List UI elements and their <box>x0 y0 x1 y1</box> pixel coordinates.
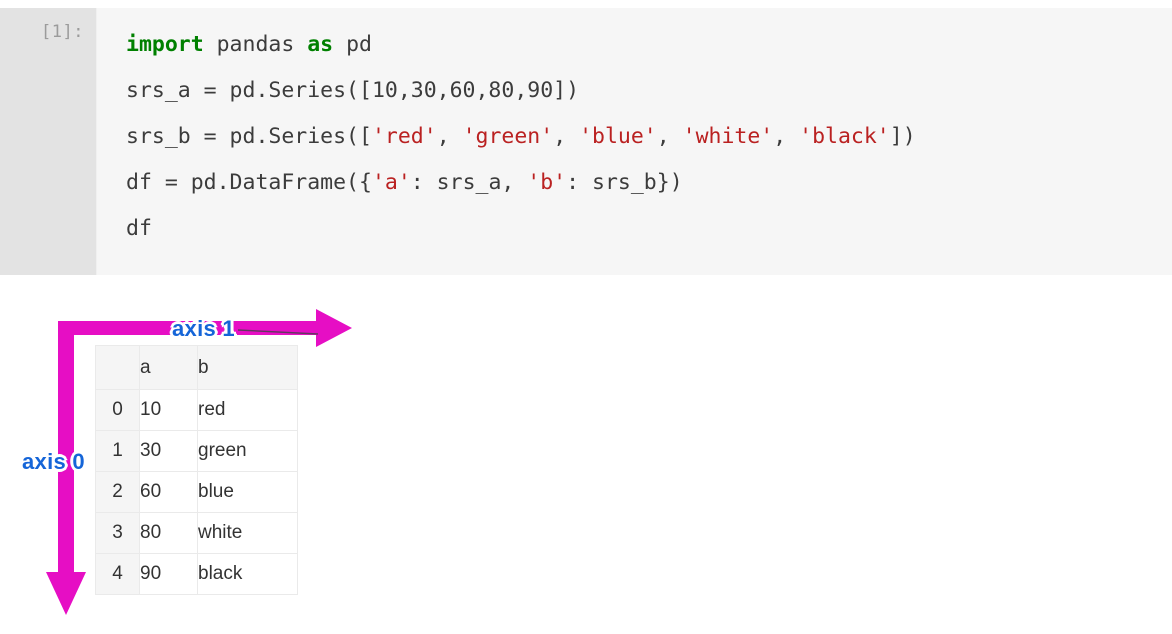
code-token-str: 'blue' <box>579 124 657 149</box>
code-token-plain: , <box>656 124 683 149</box>
code-line: srs_a = pd.Series([10,30,60,80,90]) <box>126 68 1172 114</box>
code-token-plain: , <box>773 124 800 149</box>
table-cell-b: blue <box>197 471 298 513</box>
code-token-plain: srs_a = pd.Series([10,30,60,80,90]) <box>126 78 580 103</box>
code-token-kw: import <box>126 32 204 57</box>
notebook-code-cell[interactable]: [1]: import pandas as pd srs_a = pd.Serie… <box>0 8 1172 275</box>
table-cell-b: black <box>197 553 298 595</box>
code-line: df = pd.DataFrame({'a': srs_a, 'b': srs_… <box>126 160 1172 206</box>
code-token-plain: df <box>126 216 152 241</box>
code-token-plain: pd <box>333 32 372 57</box>
code-token-plain: df = pd.DataFrame({ <box>126 170 372 195</box>
code-token-str: 'black' <box>799 124 890 149</box>
execution-count-label: [1]: <box>41 22 84 42</box>
code-token-plain: srs_b = pd.Series([ <box>126 124 372 149</box>
code-token-plain: pandas <box>203 32 308 57</box>
row-index-cell: 4 <box>95 553 140 595</box>
code-line: import pandas as pd <box>126 22 1172 68</box>
column-header-b: b <box>197 345 298 390</box>
code-token-plain: : srs_a, <box>410 170 528 195</box>
row-index-cell: 3 <box>95 512 140 554</box>
table-cell-a: 60 <box>139 471 198 513</box>
table-cell-b: green <box>197 430 298 472</box>
table-header-row: a b <box>95 345 298 390</box>
code-token-str: 'green' <box>462 124 554 149</box>
table-cell-b: red <box>197 389 298 431</box>
code-token-plain: , <box>553 124 580 149</box>
table-cell-a: 30 <box>139 430 198 472</box>
row-index-cell: 2 <box>95 471 140 513</box>
code-token-plain: , <box>436 124 463 149</box>
table-cell-a: 80 <box>139 512 198 554</box>
code-token-plain: : srs_b}) <box>566 170 683 195</box>
execution-count-gutter: [1]: <box>0 8 96 275</box>
code-token-str: 'a' <box>371 170 411 195</box>
code-line: srs_b = pd.Series(['red', 'green', 'blue… <box>126 114 1172 160</box>
row-index-cell: 1 <box>95 430 140 472</box>
row-index-cell: 0 <box>95 389 140 431</box>
table-cell-b: white <box>197 512 298 554</box>
code-token-kw: as <box>307 32 334 57</box>
column-header-a: a <box>139 345 198 390</box>
code-editor-area[interactable]: import pandas as pd srs_a = pd.Series([10… <box>96 8 1172 275</box>
code-token-str: 'white' <box>682 124 774 149</box>
index-corner-header <box>95 345 140 390</box>
axis-1-label: axis 1 <box>172 316 235 341</box>
code-token-str: 'b' <box>527 170 567 195</box>
table-cell-a: 90 <box>139 553 198 595</box>
axis-0-label: axis 0 <box>22 449 85 474</box>
dataframe-head: a b <box>95 345 298 390</box>
table-cell-a: 10 <box>139 389 198 431</box>
code-token-plain: ]) <box>889 124 916 149</box>
code-token-str: 'red' <box>371 124 437 149</box>
code-line: df <box>126 206 1172 252</box>
